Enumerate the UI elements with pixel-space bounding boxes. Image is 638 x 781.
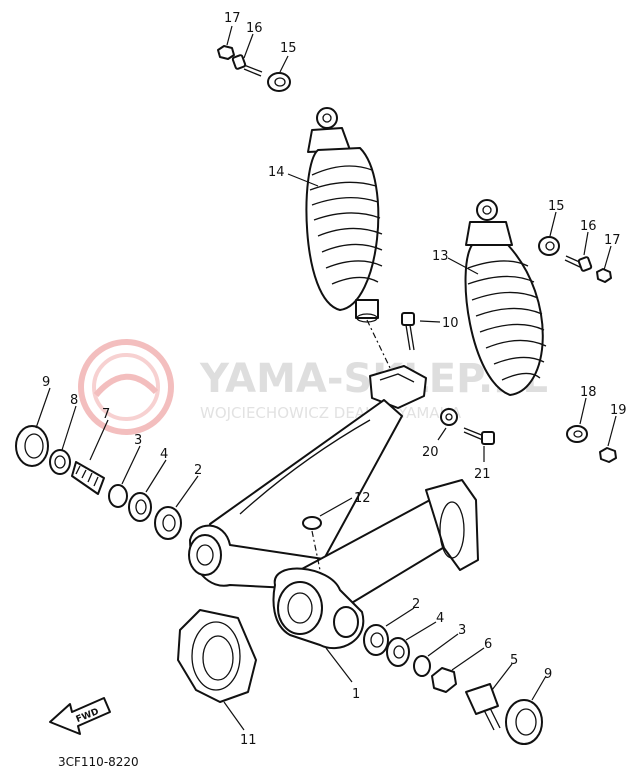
swing-arm-1 (188, 365, 479, 650)
callout-7: 7 (102, 407, 110, 422)
bearing-2-left (154, 506, 182, 540)
callout-2-right: 2 (412, 597, 420, 612)
washer-15-right (538, 236, 560, 256)
leader-lines (35, 25, 617, 731)
callout-14: 14 (268, 165, 285, 180)
cover-9-left (15, 425, 49, 467)
callout-1: 1 (352, 687, 360, 702)
callout-15-top: 15 (280, 41, 297, 56)
cap-12 (302, 516, 322, 530)
bolt-21 (463, 427, 495, 445)
callout-3-right: 3 (458, 623, 466, 638)
washer-20 (440, 408, 458, 426)
bolt-10 (401, 312, 415, 351)
diagram-code: 3CF110-8220 (58, 755, 139, 769)
oil-seal-8 (49, 449, 71, 475)
oil-seal-4-left (128, 492, 152, 522)
shaft-5 (465, 683, 501, 731)
watermark-logo (78, 339, 174, 435)
callout-19: 19 (610, 403, 627, 418)
callout-9-left: 9 (42, 375, 50, 390)
callout-17-top: 17 (224, 11, 241, 26)
callout-21: 21 (474, 467, 491, 482)
callout-9-right: 9 (544, 667, 552, 682)
cover-9-right (505, 699, 543, 745)
plate-6 (431, 667, 457, 693)
shaft-7 (71, 461, 105, 495)
callout-4-right: 4 (436, 611, 444, 626)
nut-17-right (596, 268, 612, 283)
rear-shock-13 (464, 199, 547, 396)
bearing-2-right (363, 624, 389, 656)
washer-18 (566, 425, 588, 443)
callout-15-right: 15 (548, 199, 565, 214)
fwd-arrow-icon: FWD (49, 697, 111, 735)
callout-4-left: 4 (160, 447, 168, 462)
callout-16-top: 16 (246, 21, 263, 36)
callout-16-right: 16 (580, 219, 597, 234)
callout-13: 13 (432, 249, 449, 264)
circlip-3-right (413, 655, 431, 677)
callout-2-left: 2 (194, 463, 202, 478)
callout-8: 8 (70, 393, 78, 408)
watermark-subtitle: WOJCIECHOWICZ DEALER YAMAHA (200, 404, 462, 422)
callout-labels: 17 16 15 14 15 16 17 13 10 9 8 7 3 4 2 1… (42, 11, 627, 748)
nut-17-top (217, 45, 235, 60)
callout-17-right: 17 (604, 233, 621, 248)
circlip-3-left (108, 484, 128, 508)
bolt-16-right (564, 255, 593, 272)
nut-19 (599, 447, 617, 463)
callout-6: 6 (484, 637, 492, 652)
callout-3-left: 3 (134, 433, 142, 448)
callout-5: 5 (510, 653, 518, 668)
callout-20: 20 (422, 445, 439, 460)
oil-seal-4-right (386, 637, 410, 667)
rear-shock-14 (305, 107, 383, 323)
callout-12: 12 (354, 491, 371, 506)
callout-18: 18 (580, 385, 597, 400)
callout-11: 11 (240, 733, 257, 748)
washer-15-top (267, 72, 291, 92)
dust-cover-11 (177, 609, 257, 703)
bolt-16-top (231, 54, 263, 77)
callout-10: 10 (442, 316, 459, 331)
